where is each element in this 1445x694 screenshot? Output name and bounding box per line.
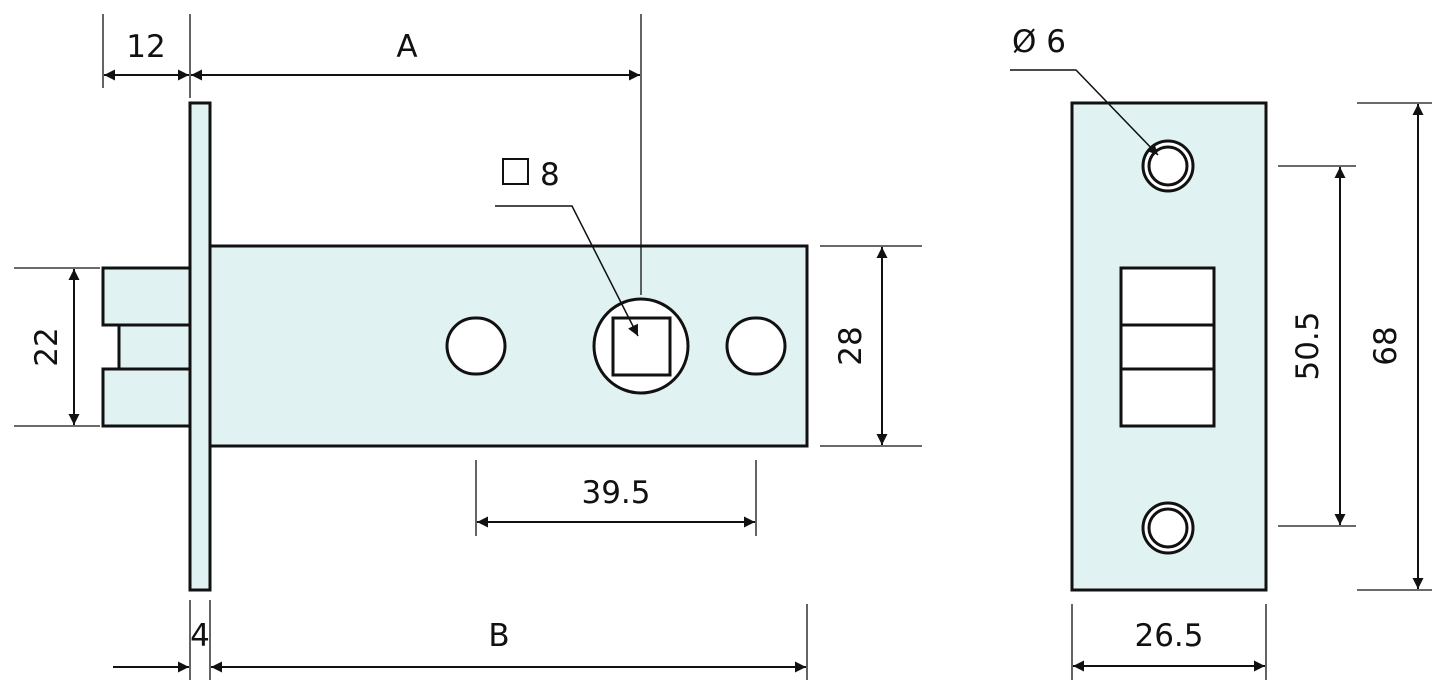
- latch-opening: [1119, 266, 1216, 428]
- leader-spindle-square: [495, 205, 639, 337]
- label-latch-height: 22: [29, 327, 65, 366]
- label-backset: A: [396, 29, 417, 65]
- label-screw-hole-diameter: Ø 6: [1012, 24, 1066, 60]
- square-symbol-icon: [502, 158, 529, 185]
- latch-bolt-neck: [117, 323, 192, 371]
- label-plate-height: 68: [1368, 326, 1404, 365]
- label-plate-width: 26.5: [1134, 618, 1203, 654]
- label-hole-spacing: 39.5: [581, 475, 650, 511]
- leader-screw-hole: [1010, 69, 1159, 156]
- body-slot-left: [445, 316, 507, 376]
- label-screw-spacing: 50.5: [1290, 311, 1326, 380]
- label-faceplate-thickness: 4: [190, 618, 210, 654]
- faceplate-side: [188, 101, 212, 592]
- label-overall-length: B: [488, 618, 509, 654]
- screw-hole-top-inner: [1147, 145, 1189, 187]
- latch-body: [208, 244, 809, 448]
- label-body-height: 28: [833, 326, 869, 365]
- latch-bolt-top: [101, 266, 192, 327]
- spindle-square-hole: [611, 316, 672, 377]
- label-spindle-square: 8: [540, 157, 560, 193]
- label-faceplate-offset: 12: [126, 29, 165, 65]
- front-view: Ø 6 50.5 68 26.5: [1010, 24, 1432, 680]
- body-slot-right: [725, 316, 787, 376]
- side-view: 12 A 8 22 28 39.5 4 B: [14, 14, 922, 680]
- screw-hole-bottom-inner: [1147, 507, 1189, 549]
- latch-bolt-bottom: [101, 367, 192, 428]
